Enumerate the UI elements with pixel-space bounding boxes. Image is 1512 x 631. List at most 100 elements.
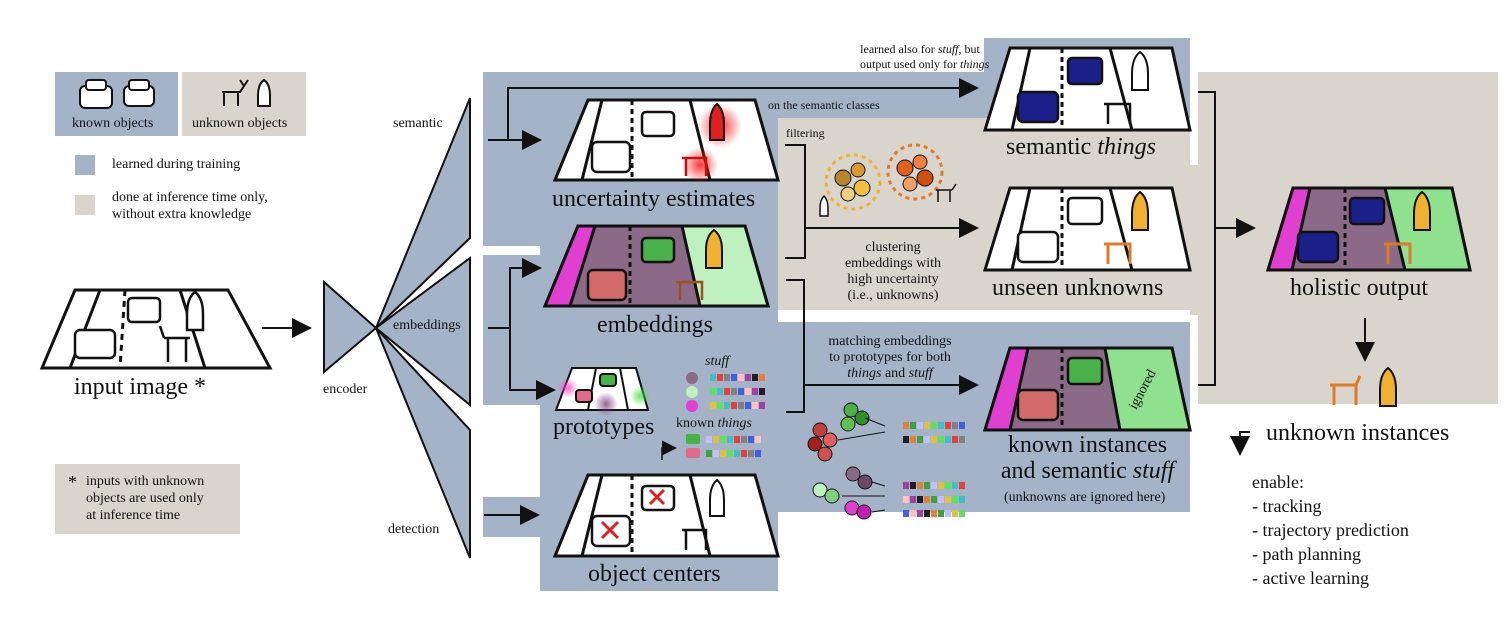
feature-cell xyxy=(924,496,930,503)
feature-cell xyxy=(745,402,751,409)
feature-cell xyxy=(945,436,951,443)
prototypes-panel xyxy=(554,367,650,416)
feature-cell xyxy=(710,374,716,381)
feature-cell xyxy=(727,450,733,457)
footnote-line-2: objects are used only xyxy=(86,491,204,506)
encoder-label: encoder xyxy=(323,382,368,397)
feature-cell xyxy=(748,436,754,443)
feature-cell xyxy=(938,496,944,503)
feature-cell xyxy=(924,422,930,429)
uncertainty-title: uncertainty estimates xyxy=(552,186,756,212)
input-image-label: input image * xyxy=(74,374,206,400)
feature-cell xyxy=(931,496,937,503)
input-image xyxy=(39,288,273,370)
feature-cell xyxy=(945,482,951,489)
feature-cell xyxy=(959,436,965,443)
branch-semantic-label: semantic xyxy=(393,116,443,131)
feature-cell xyxy=(910,422,916,429)
clustering-text: clustering embeddings with high uncertai… xyxy=(844,240,942,303)
footnote-box xyxy=(55,464,240,534)
feature-cell xyxy=(724,402,730,409)
feature-cell xyxy=(720,436,726,443)
legend-inference-label-2: without extra knowledge xyxy=(112,207,252,222)
legend-learned-label: learned during training xyxy=(112,157,241,172)
cluster-uncertain-2 xyxy=(886,143,944,201)
feature-cell xyxy=(903,510,909,517)
matching-text: matching embeddings to prototypes for bo… xyxy=(828,334,952,381)
filtering-label: filtering xyxy=(786,126,825,140)
decoder-embeddings xyxy=(374,256,471,408)
feature-cell xyxy=(917,496,923,503)
feature-cell xyxy=(759,374,765,381)
semantic-things-panel xyxy=(982,46,1192,132)
legend-rocket-icon xyxy=(257,78,271,107)
uncertainty-panel xyxy=(552,98,780,183)
feature-cell xyxy=(748,450,754,457)
feature-cell xyxy=(745,374,751,381)
legend-deer-icon xyxy=(222,79,249,106)
encoder-shape xyxy=(323,279,378,375)
feature-cell xyxy=(917,422,923,429)
stuff-feature-vectors xyxy=(706,374,765,457)
feature-cell xyxy=(759,402,765,409)
feature-cell xyxy=(706,450,712,457)
feature-cell xyxy=(903,436,909,443)
feature-cell xyxy=(903,496,909,503)
feature-cell xyxy=(903,422,909,429)
feature-cell xyxy=(910,510,916,517)
footnote-line-1: inputs with unknown xyxy=(86,474,205,489)
feature-cell xyxy=(938,482,944,489)
unseen-unknowns-title: unseen unknowns xyxy=(992,275,1164,301)
feature-cell xyxy=(710,388,716,395)
feature-cell xyxy=(706,436,712,443)
things-prototype-swatches xyxy=(686,434,700,458)
feature-cell xyxy=(734,436,740,443)
prototypes-title: prototypes xyxy=(553,414,655,440)
object-centers-title: object centers xyxy=(588,561,721,587)
feature-cell xyxy=(945,422,951,429)
feature-cell xyxy=(952,436,958,443)
feature-cell xyxy=(910,436,916,443)
feature-cell xyxy=(755,436,761,443)
footnote-line-3: at inference time xyxy=(86,508,181,523)
feature-cell xyxy=(910,496,916,503)
branch-embeddings-label: embeddings xyxy=(393,318,461,333)
feature-cell xyxy=(755,450,761,457)
feature-cell xyxy=(903,482,909,489)
feature-cell xyxy=(931,482,937,489)
feature-cell xyxy=(945,496,951,503)
feature-cell xyxy=(959,482,965,489)
feature-cell xyxy=(924,436,930,443)
feature-cell xyxy=(931,510,937,517)
feature-cell xyxy=(717,402,723,409)
feature-cell xyxy=(745,388,751,395)
feature-cell xyxy=(931,436,937,443)
known-things-label: known things xyxy=(676,416,752,431)
feature-cell xyxy=(731,374,737,381)
feature-cell xyxy=(738,374,744,381)
feature-cell xyxy=(717,388,723,395)
matching-clusters xyxy=(807,402,886,520)
feature-cell xyxy=(924,510,930,517)
ignored-note: (unknowns are ignored here) xyxy=(1004,490,1166,505)
decoder-semantic xyxy=(375,97,471,329)
embeddings-panel xyxy=(542,224,770,308)
feature-cell xyxy=(759,388,765,395)
legend-inference-label-1: done at inference time only, xyxy=(112,190,268,205)
legend-known-box xyxy=(55,72,178,136)
stuff-prototype-swatches xyxy=(686,372,698,412)
feature-cell xyxy=(713,450,719,457)
feature-cell xyxy=(924,482,930,489)
feature-cell xyxy=(938,436,944,443)
semantic-note: learned also for stuff, but output used … xyxy=(860,42,990,71)
enable-item: - path planning xyxy=(1252,544,1361,564)
object-centers-panel xyxy=(552,473,780,558)
feature-cell xyxy=(917,436,923,443)
footnote-star: * xyxy=(68,472,77,492)
unseen-unknowns-panel xyxy=(982,186,1192,272)
unknown-instances-title: unknown instances xyxy=(1266,420,1450,446)
known-instances-panel xyxy=(982,346,1192,432)
feature-cell xyxy=(752,374,758,381)
feature-cell xyxy=(931,422,937,429)
uncertainty-note: on the semantic classes xyxy=(768,98,880,112)
